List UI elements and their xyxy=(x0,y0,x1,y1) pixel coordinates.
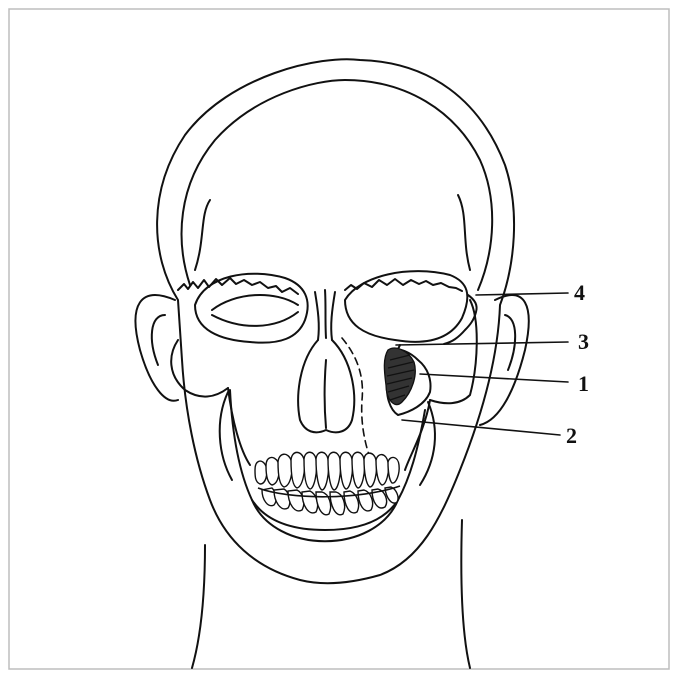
leader-line-2 xyxy=(402,420,560,435)
leader-line-4 xyxy=(476,293,568,295)
frontal-suture-right xyxy=(345,279,462,291)
temporal-line-right xyxy=(458,195,470,270)
fracture-dashed-line xyxy=(342,338,375,470)
frontal-suture-left xyxy=(178,278,298,294)
figure-frame xyxy=(9,9,669,669)
skull-vault xyxy=(182,80,493,290)
neck-left xyxy=(192,545,205,668)
temporal-line-left xyxy=(195,200,210,270)
nasal-bone-right xyxy=(331,292,335,340)
zygoma-right-lateral xyxy=(430,300,477,403)
neck-right xyxy=(461,520,470,668)
label-4: 4 xyxy=(574,280,585,305)
leader-line-1 xyxy=(420,374,568,382)
eyelid-lower xyxy=(212,312,298,326)
eyelid-upper xyxy=(212,295,298,310)
label-3: 3 xyxy=(578,329,589,354)
nasal-septum xyxy=(325,360,327,428)
zygoma-left xyxy=(171,340,228,397)
nasal-bone-left xyxy=(315,292,319,340)
ear-left xyxy=(135,295,178,401)
fracture-fragment-hatched xyxy=(384,348,415,405)
orbit-right xyxy=(345,271,467,342)
ear-left-inner xyxy=(152,315,165,365)
label-2: 2 xyxy=(566,423,577,448)
label-1: 1 xyxy=(578,371,589,396)
teeth-row xyxy=(255,452,399,515)
nasal-suture xyxy=(325,290,326,338)
